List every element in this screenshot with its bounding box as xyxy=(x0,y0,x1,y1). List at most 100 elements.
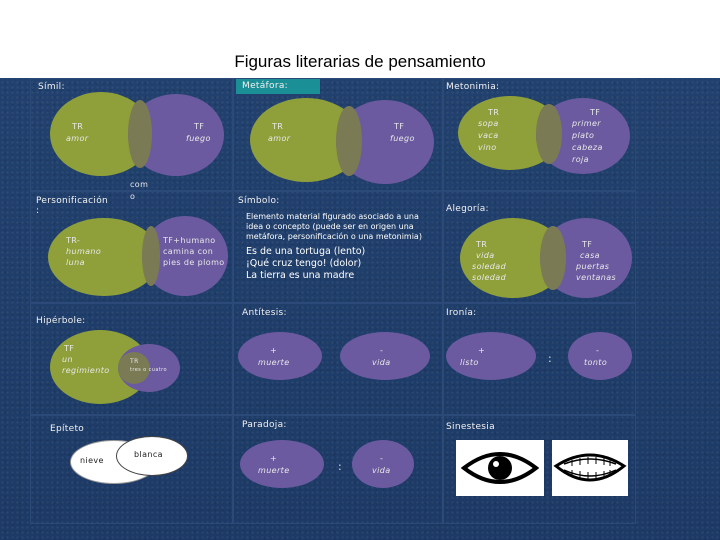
ironia-left-value: listo xyxy=(460,358,479,367)
personificacion-overlap xyxy=(142,226,160,286)
ironia-panel xyxy=(442,302,636,416)
metafora-tf-label: TF xyxy=(394,122,405,131)
simil-como-1: com xyxy=(130,180,149,189)
paradoja-right-ellipse xyxy=(352,440,414,488)
antitesis-label: Antítesis: xyxy=(242,308,287,318)
paradoja-left-value: muerte xyxy=(258,466,290,475)
epiteto-panel xyxy=(30,414,234,524)
simil-como-2: o xyxy=(130,192,136,201)
metonimia-overlap xyxy=(536,104,562,164)
hiperbole-label: Hipérbole: xyxy=(36,316,86,326)
page-title: Figuras literarias de pensamiento xyxy=(234,52,486,71)
paradoja-minus: - xyxy=(380,454,384,463)
metafora-tf-value: fuego xyxy=(390,134,415,143)
ironia-right-ellipse xyxy=(568,332,632,380)
alegoria-tf-label: TF xyxy=(582,240,593,249)
alegoria-tr-line: soledad xyxy=(472,262,507,271)
hiperbole-tr-label: TR xyxy=(130,358,139,365)
alegoria-overlap xyxy=(540,226,566,290)
epiteto-right-value: blanca xyxy=(134,450,163,459)
simbolo-example: La tierra es una madre xyxy=(246,270,355,281)
alegoria-tr-label: TR xyxy=(476,240,488,249)
mouth-icon xyxy=(552,440,628,496)
personificacion-tr-ellipse xyxy=(48,218,160,296)
antitesis-minus: - xyxy=(380,346,384,355)
metonimia-tr-line: vino xyxy=(478,143,497,152)
metonimia-tr-label: TR xyxy=(488,108,500,117)
alegoria-tf-line: ventanas xyxy=(576,273,617,282)
paradoja-label: Paradoja: xyxy=(242,420,287,430)
simbolo-definition: Elemento material figurado asociado a un… xyxy=(246,212,422,241)
simbolo-example: ¡Qué cruz tengo! (dolor) xyxy=(246,258,362,269)
paradoja-panel xyxy=(232,414,444,524)
personificacion-tf-line: pies de plomo xyxy=(163,258,225,267)
epiteto-left-value: nieve xyxy=(80,456,104,465)
metafora-overlap xyxy=(336,106,362,176)
metonimia-tf-line: primer xyxy=(572,119,601,128)
metafora-tr-value: amor xyxy=(268,134,291,143)
metonimia-panel xyxy=(442,78,636,192)
metafora-tr-label: TR xyxy=(272,122,284,131)
eye-icon xyxy=(456,440,544,496)
alegoria-tf-line: puertas xyxy=(576,262,610,271)
alegoria-tr-line: vida xyxy=(476,251,495,260)
simil-label: Símil: xyxy=(38,82,65,92)
ironia-left-ellipse xyxy=(446,332,536,380)
hiperbole-panel xyxy=(30,302,234,416)
personificacion-tf-line: camina con xyxy=(163,247,214,256)
hiperbole-tr-value: tres o cuatro xyxy=(130,367,167,373)
metonimia-tf-line: plato xyxy=(572,131,595,140)
epiteto-label: Epíteto xyxy=(50,424,85,434)
epiteto-right-ellipse xyxy=(116,436,188,476)
alegoria-label: Alegoría: xyxy=(446,204,489,214)
simil-overlap xyxy=(128,100,152,168)
ironia-minus: - xyxy=(596,346,600,355)
antitesis-right-value: vida xyxy=(372,358,391,367)
simil-panel xyxy=(30,78,234,192)
ironia-plus: + xyxy=(478,346,486,355)
metonimia-tf-line: cabeza xyxy=(572,143,603,152)
metonimia-tf-label: TF xyxy=(590,108,601,117)
metonimia-tf-line: roja xyxy=(572,155,589,164)
hiperbole-overlap xyxy=(118,352,150,384)
antitesis-left-ellipse xyxy=(238,332,322,380)
alegoria-panel xyxy=(442,190,636,304)
antitesis-panel xyxy=(232,302,444,416)
ironia-colon: : xyxy=(548,352,553,365)
metafora-panel xyxy=(232,78,444,192)
paradoja-left-ellipse xyxy=(240,440,324,488)
metafora-label: Metáfora: xyxy=(236,79,320,94)
antitesis-left-value: muerte xyxy=(258,358,290,367)
metonimia-label: Metonimia: xyxy=(446,82,500,92)
simil-tf-value: fuego xyxy=(186,134,211,143)
ironia-right-value: tonto xyxy=(584,358,608,367)
paradoja-colon: : xyxy=(338,460,343,473)
personificacion-label-colon: : xyxy=(36,206,40,216)
personificacion-label: Personificación xyxy=(36,196,109,206)
personificacion-tr-line: luna xyxy=(66,258,85,267)
alegoria-tr-line: soledad xyxy=(472,273,507,282)
sinestesia-panel xyxy=(442,414,636,524)
personificacion-tf-line: TF+humano xyxy=(163,236,216,245)
hiperbole-tf-line: regimiento xyxy=(62,366,110,375)
simil-tf-label: TF xyxy=(194,122,205,131)
title-area: Figuras literarias de pensamiento xyxy=(0,0,720,78)
paradoja-plus: + xyxy=(270,454,278,463)
metonimia-tr-line: sopa xyxy=(478,119,499,128)
paradoja-right-value: vida xyxy=(372,466,391,475)
personificacion-tr-label: TR- xyxy=(66,236,81,245)
ironia-label: Ironía: xyxy=(446,308,477,318)
simil-tr-value: amor xyxy=(66,134,89,143)
metonimia-tr-line: vaca xyxy=(478,131,499,140)
simbolo-panel xyxy=(232,190,444,304)
personificacion-tr-line: humano xyxy=(66,247,102,256)
antitesis-plus: + xyxy=(270,346,278,355)
personificacion-panel xyxy=(30,190,234,304)
simbolo-label: Símbolo: xyxy=(238,196,280,206)
hiperbole-tf-label: TF xyxy=(64,344,75,353)
sinestesia-label: Sinestesia xyxy=(446,422,495,432)
antitesis-right-ellipse xyxy=(340,332,430,380)
hiperbole-tf-line: un xyxy=(62,355,73,364)
simil-tr-label: TR xyxy=(72,122,84,131)
alegoria-tf-line: casa xyxy=(580,251,600,260)
